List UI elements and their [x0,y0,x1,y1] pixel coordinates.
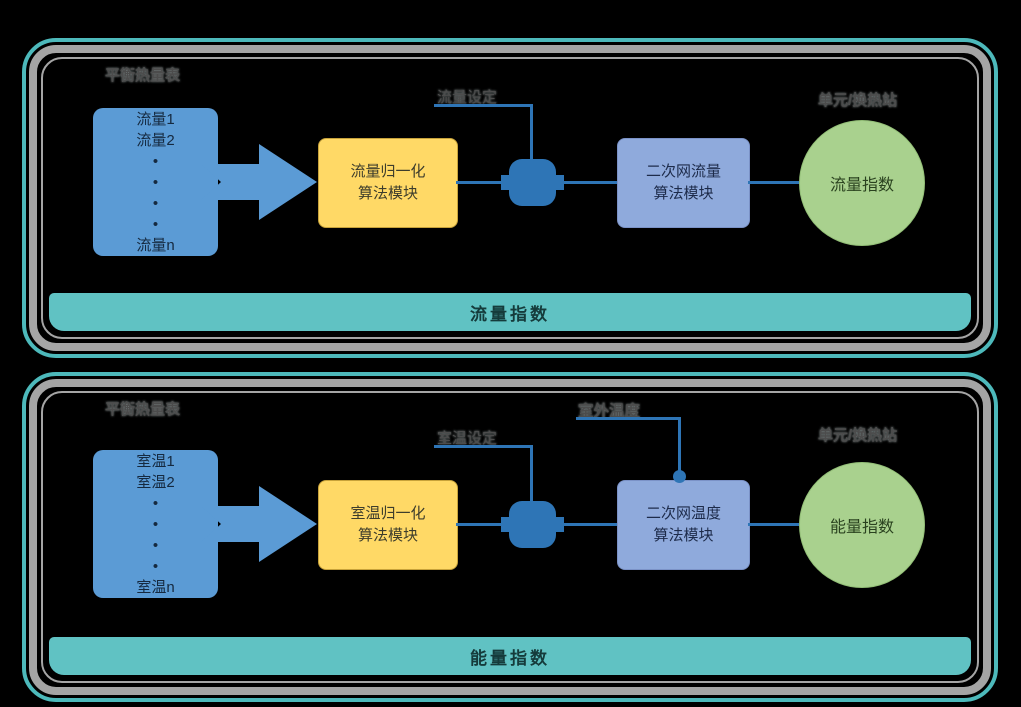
source-items-text: 流量1 流量2 • • • • 流量n [136,110,175,254]
junction-stub-left [501,517,509,532]
secondary-net-text: 二次网温度 算法模块 [645,505,721,544]
setting-label: 室温设定 [437,430,498,447]
meter-table-label: 平衡热量表 [105,401,181,418]
setting-underline-connector [434,104,533,107]
index-circle-text: 能量指数 [829,519,894,536]
panel-ring-outer: 平衡热量表 室温1 室温2 • • • • 室温n 室温归一化 算法模块 室温设… [29,379,991,695]
connector-line [748,181,799,184]
junction-stub-right [556,175,564,190]
connector-line [456,181,509,184]
connector-line [748,523,799,526]
panel-ring-inner: 平衡热量表 流量1 流量2 • • • • 流量n 流量归一化 算法模块 流量设… [41,57,979,339]
normalize-algo-text: 流量归一化 算法模块 [350,163,426,202]
secondary-net-box: 二次网流量 算法模块 [617,138,750,228]
index-circle: 流量指数 [799,120,925,246]
footer-index-text: 流量指数 [470,304,550,324]
junction-node [509,159,556,206]
index-circle-text: 流量指数 [829,177,894,194]
source-data-box: 室温1 室温2 • • • • 室温n [93,450,218,598]
flow-arrow-icon [201,144,317,220]
outdoor-temp-label: 室外温度 [578,403,641,420]
energy-index-panel: 平衡热量表 室温1 室温2 • • • • 室温n 室温归一化 算法模块 室温设… [22,372,998,702]
footer-index-text: 能量指数 [470,648,550,668]
outdoor-junction-dot [673,470,686,483]
secondary-net-box: 二次网温度 算法模块 [617,480,750,570]
flow-index-panel: 平衡热量表 流量1 流量2 • • • • 流量n 流量归一化 算法模块 流量设… [22,38,998,358]
meter-table-label: 平衡热量表 [105,67,181,84]
flow-arrow-icon [201,486,317,562]
index-circle: 能量指数 [799,462,925,588]
footer-index-bar: 能量指数 [49,637,971,675]
setting-drop-connector [530,445,533,502]
outdoor-drop-connector [678,417,681,475]
station-label: 单元/换热站 [818,92,898,109]
setting-drop-connector [530,104,533,161]
junction-node [509,501,556,548]
panel-ring-outer: 平衡热量表 流量1 流量2 • • • • 流量n 流量归一化 算法模块 流量设… [29,45,991,351]
outdoor-underline-connector [576,417,681,420]
junction-stub-right [556,517,564,532]
connector-line [556,523,617,526]
connector-line [556,181,617,184]
footer-index-bar: 流量指数 [49,293,971,331]
source-data-box: 流量1 流量2 • • • • 流量n [93,108,218,256]
normalize-algo-text: 室温归一化 算法模块 [350,505,426,544]
setting-label: 流量设定 [437,89,498,106]
connector-line [456,523,509,526]
source-items-text: 室温1 室温2 • • • • 室温n [136,452,175,596]
secondary-net-text: 二次网流量 算法模块 [645,163,721,202]
normalize-algo-box: 流量归一化 算法模块 [318,138,458,228]
junction-stub-left [501,175,509,190]
station-label: 单元/换热站 [818,427,898,444]
panel-ring-inner: 平衡热量表 室温1 室温2 • • • • 室温n 室温归一化 算法模块 室温设… [41,391,979,683]
setting-underline-connector [434,445,533,448]
normalize-algo-box: 室温归一化 算法模块 [318,480,458,570]
